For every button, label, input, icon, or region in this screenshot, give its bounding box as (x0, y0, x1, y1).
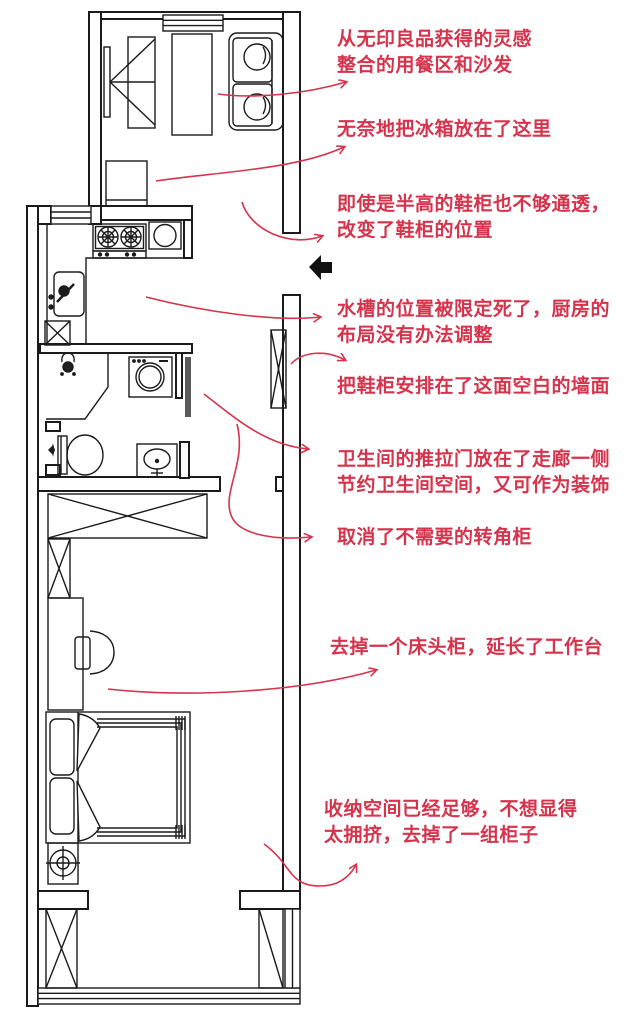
annotation-line: 从无印良品获得的灵感 (337, 29, 533, 50)
dining-table-icon (171, 33, 213, 136)
arrow-storage (263, 843, 356, 887)
wash-basin-icon (136, 443, 178, 478)
arrow-sink (145, 296, 320, 318)
walls (26, 11, 301, 1007)
bed-icon (45, 711, 191, 844)
annotation-desk-extended: 去掉一个床头柜，延长了工作台 (330, 635, 603, 661)
nightstand-lamp-icon (46, 842, 80, 885)
balcony-window-icon (37, 908, 301, 1005)
annotation-line: 改变了鞋柜的位置 (337, 220, 494, 241)
kitchen-sink-icon (48, 271, 85, 317)
bedroom (45, 493, 208, 885)
desk-icon (47, 597, 84, 711)
chair-icon (74, 630, 115, 675)
annotation-line: 把鞋柜安排在了这面空白的墙面 (337, 376, 611, 397)
annotation-arrows (107, 82, 376, 887)
toilet-icon (48, 434, 104, 476)
round-sink-icon (148, 221, 182, 250)
annotation-line: 取消了不需要的转角柜 (337, 527, 533, 548)
arrow-corner-cab (228, 423, 311, 538)
arrow-fridge (155, 147, 344, 182)
top-window-icon (162, 14, 224, 32)
annotation-line: 去掉一个床头柜，延长了工作台 (330, 637, 604, 658)
arrow-sofa (217, 82, 346, 97)
bathroom (46, 352, 191, 478)
annotation-line: 整合的用餐区和沙发 (337, 55, 513, 76)
shower-icon (60, 352, 76, 376)
annotation-sink-fixed: 水槽的位置被限定死了，厨房的 布局没有办法调整 (337, 297, 610, 349)
kitchen (44, 221, 186, 346)
pipe-shaft-icon (44, 320, 71, 346)
arrow-sliding-door (203, 393, 308, 449)
kitchen-window-icon (50, 205, 92, 225)
balcony-cabinet-left-icon (45, 908, 78, 989)
bed-corner-hatch (175, 716, 186, 839)
wardrobe-icon (47, 493, 208, 539)
annotation-corner-cabinet: 取消了不需要的转角柜 (337, 525, 532, 551)
annotation-line: 无奈地把冰箱放在了这里 (337, 119, 552, 140)
fridge-icon (105, 160, 148, 207)
annotation-line: 太拥挤，去掉了一组柜子 (324, 825, 539, 846)
annotation-shoe-cabinet-moved: 即使是半高的鞋柜也不够通透， 改变了鞋柜的位置 (337, 192, 610, 244)
annotation-blank-wall: 把鞋柜安排在了这面空白的墙面 (337, 374, 610, 400)
corridor (270, 329, 287, 409)
annotation-line: 即使是半高的鞋柜也不够通透， (337, 194, 611, 215)
annotation-sliding-door: 卫生间的推拉门放在了走廊一侧 节约卫生间空间，又可作为装饰 (337, 447, 610, 499)
sliding-door-icon (185, 357, 191, 417)
shoe-cabinet-icon (270, 329, 287, 409)
balcony-cabinet-right-icon (258, 908, 284, 989)
entrance-arrow-icon (309, 255, 332, 280)
living-dining (103, 32, 284, 207)
annotation-storage-enough: 收纳空间已经足够，不想显得 太拥挤，去掉了一组柜子 (324, 797, 578, 849)
annotation-fridge: 无奈地把冰箱放在了这里 (337, 117, 552, 143)
annotation-line: 节约卫生间空间，又可作为装饰 (337, 475, 611, 496)
shower-enclosure (46, 353, 109, 420)
annotation-muji-dining: 从无印良品获得的灵感 整合的用餐区和沙发 (337, 27, 532, 79)
annotation-line: 卫生间的推拉门放在了走廊一侧 (337, 449, 611, 470)
annotation-line: 布局没有办法调整 (337, 325, 494, 346)
bench-seat-icon (109, 36, 156, 129)
tall-cabinet-icon (47, 538, 71, 599)
bench-backrest (103, 46, 111, 118)
arrow-blank-wall (290, 352, 345, 365)
arrow-desk (107, 670, 376, 694)
balcony (45, 908, 284, 989)
arrow-shoe-moved (241, 201, 322, 240)
annotation-line: 水槽的位置被限定死了，厨房的 (337, 299, 611, 320)
sofa-icon (228, 32, 284, 131)
windows (37, 14, 301, 1005)
washing-machine-icon (128, 356, 173, 398)
annotation-line: 收纳空间已经足够，不想显得 (324, 799, 578, 820)
counter-edge (85, 257, 186, 344)
stove-icon (92, 223, 147, 259)
